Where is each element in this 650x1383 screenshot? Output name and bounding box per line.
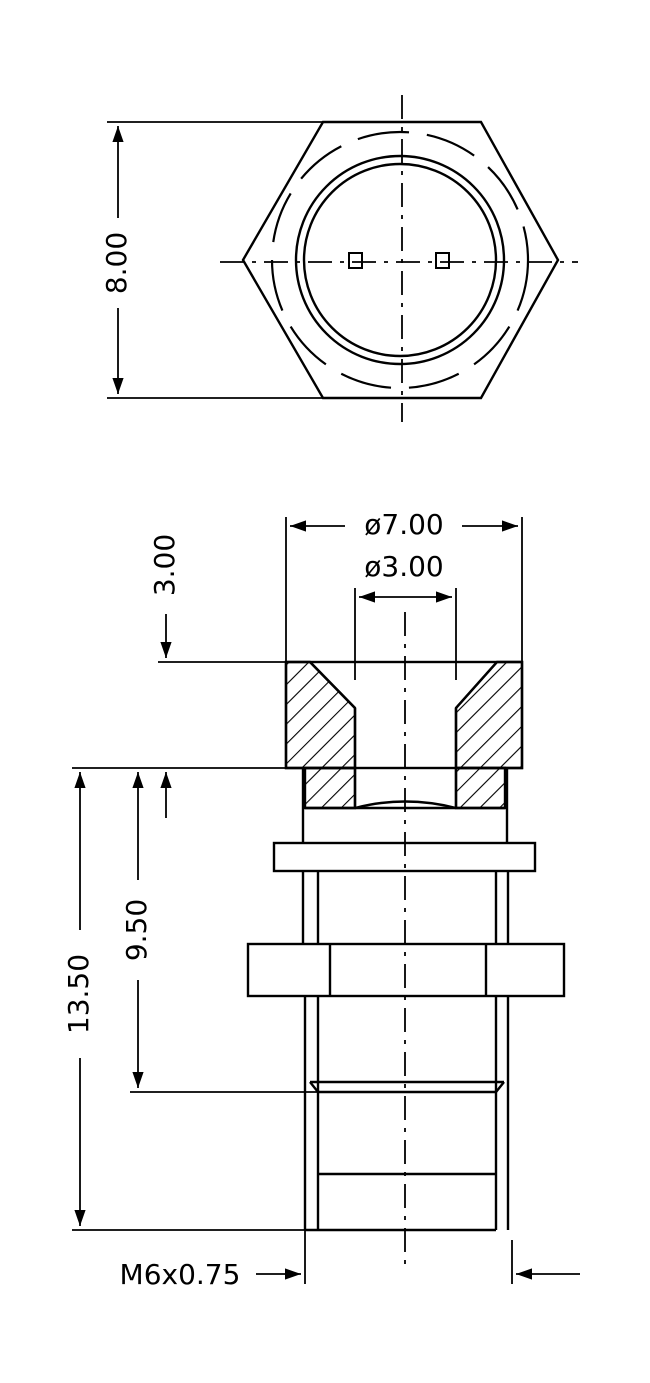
dim-label-length-thread: 9.50 bbox=[120, 899, 153, 961]
thread-end-chamfer bbox=[309, 1081, 505, 1094]
led-outer-circle bbox=[294, 154, 506, 366]
top-view bbox=[107, 95, 578, 422]
dim-label-length-total: 13.50 bbox=[62, 954, 95, 1034]
side-view bbox=[72, 517, 580, 1284]
dim-label-top-depth: 3.00 bbox=[148, 534, 181, 596]
hex-outline bbox=[241, 120, 560, 400]
hidden-bore-circle bbox=[270, 130, 530, 390]
dim-label-outer-diameter: ø7.00 bbox=[364, 508, 443, 541]
led-inner-circle bbox=[302, 162, 498, 358]
hatch-right-head bbox=[454, 660, 524, 770]
dim-label-inner-diameter: ø3.00 bbox=[364, 550, 443, 583]
hex-nut-side bbox=[246, 942, 566, 998]
dim-label-thread: M6x0.75 bbox=[120, 1258, 241, 1291]
pin-left bbox=[348, 252, 363, 269]
chamfer-left bbox=[309, 661, 356, 709]
hatch-right-neck bbox=[454, 766, 507, 810]
hatch-left-neck bbox=[303, 766, 357, 810]
chamfer-right bbox=[455, 661, 498, 709]
hatch-left-head bbox=[284, 660, 357, 770]
pin-right bbox=[435, 252, 450, 269]
dim-label-height: 8.00 bbox=[100, 232, 133, 294]
